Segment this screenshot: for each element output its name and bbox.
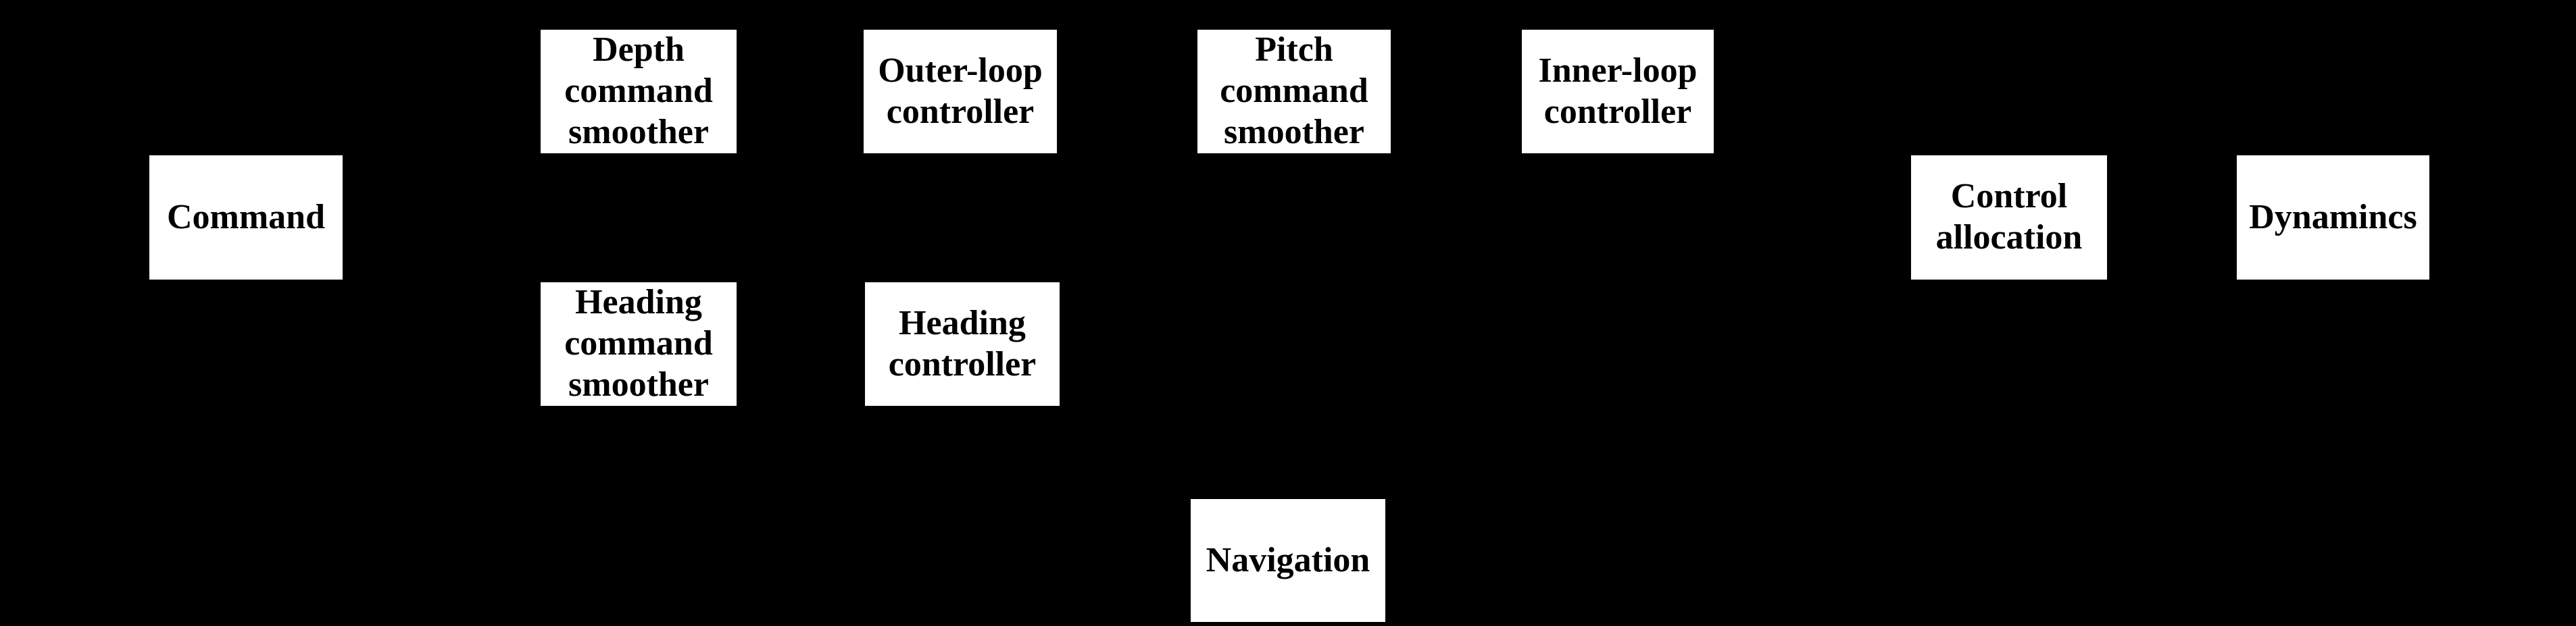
node-inner-loop-controller: Inner-loop controller (1522, 30, 1714, 153)
node-navigation: Navigation (1191, 499, 1385, 622)
node-command: Command (149, 155, 343, 280)
node-depth-command-smoother: Depth command smoother (541, 30, 737, 153)
node-outer-loop-controller: Outer-loop controller (864, 30, 1057, 153)
node-heading-command-smoother: Heading command smoother (541, 282, 737, 406)
node-pitch-command-smoother: Pitch command smoother (1197, 30, 1391, 153)
node-dynamincs: Dynamincs (2237, 155, 2429, 280)
node-heading-controller: Heading controller (865, 282, 1060, 406)
node-control-allocation: Control allocation (1911, 155, 2107, 280)
